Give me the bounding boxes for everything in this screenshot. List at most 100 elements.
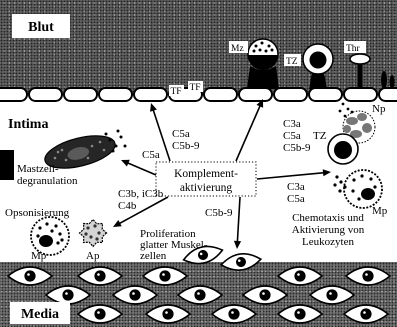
neutrophil-nucleus-lobe bbox=[346, 117, 358, 125]
mediator-endothelium-2: C5b-9 bbox=[172, 140, 200, 152]
macrophage-right-nucleus bbox=[361, 188, 375, 200]
granule bbox=[60, 238, 63, 241]
cell-nucleus bbox=[326, 289, 337, 300]
tz-intima-label: TZ bbox=[313, 130, 327, 142]
thrombocyte-adherent-2 bbox=[390, 75, 395, 89]
tf-label-2-text: TF bbox=[190, 83, 201, 93]
thrombocyte bbox=[350, 54, 395, 89]
cell-nucleus bbox=[294, 270, 305, 281]
opsonization-label: Opsonisierung bbox=[5, 207, 70, 219]
granule bbox=[342, 103, 345, 106]
thrombocyte-body bbox=[350, 54, 370, 64]
tz-attachment bbox=[309, 73, 327, 89]
endothelial-cell bbox=[274, 88, 307, 101]
cell-nucleus bbox=[62, 289, 73, 300]
complement-activation-line1: Komplement- bbox=[174, 168, 238, 180]
cell-nucleus bbox=[159, 270, 170, 281]
granule bbox=[339, 180, 342, 183]
nucleus-highlight bbox=[162, 273, 165, 276]
granule bbox=[360, 174, 363, 177]
mast-degranulation-line1: Mastzell- bbox=[17, 163, 59, 175]
mediator-mast-cell: C5a bbox=[142, 149, 160, 161]
smooth-muscle-cell bbox=[344, 305, 388, 323]
nucleus-highlight bbox=[27, 273, 30, 276]
blood-label: Blut bbox=[12, 14, 70, 38]
smooth-muscle-cell bbox=[346, 267, 390, 285]
arrow-to-smooth-muscle bbox=[237, 197, 240, 245]
granule bbox=[120, 136, 123, 139]
apoptotic-cell bbox=[80, 220, 107, 247]
mast-degranulation-line2: degranulation bbox=[17, 175, 78, 187]
granule bbox=[352, 178, 355, 181]
granule bbox=[333, 183, 336, 186]
mediator-opsonization-2: C4b bbox=[118, 200, 137, 212]
mediator-leukocytes-1: C3a bbox=[287, 181, 305, 193]
granule bbox=[255, 45, 258, 48]
arrow-to-leukocytes bbox=[257, 172, 327, 179]
mediator-blood-2: C5a bbox=[283, 130, 301, 142]
neutrophil-nucleus-lobe bbox=[357, 113, 367, 121]
smooth-muscle-cell bbox=[212, 305, 256, 323]
granule bbox=[58, 232, 61, 235]
thr-label: Thr bbox=[344, 41, 366, 54]
cell-nucleus bbox=[129, 289, 140, 300]
cell-nucleus bbox=[162, 308, 173, 319]
granule bbox=[117, 130, 120, 133]
endothelial-cell bbox=[204, 88, 237, 101]
granule bbox=[38, 226, 41, 229]
mz-label: Mz bbox=[229, 41, 248, 54]
granule bbox=[95, 237, 98, 240]
granule bbox=[351, 111, 354, 114]
granule bbox=[97, 231, 100, 234]
nucleus-highlight bbox=[65, 292, 68, 295]
nucleus-highlight bbox=[365, 273, 368, 276]
media-label: Media bbox=[10, 302, 70, 324]
cell-nucleus bbox=[94, 270, 105, 281]
granule bbox=[99, 141, 102, 144]
media-label-text: Media bbox=[21, 307, 59, 322]
granule bbox=[91, 145, 94, 148]
intima-label: Intima bbox=[8, 117, 48, 132]
granule bbox=[84, 232, 87, 235]
granule bbox=[253, 50, 256, 53]
neutrophil-nucleus-lobe bbox=[362, 123, 372, 133]
granule bbox=[369, 177, 372, 180]
thrombocyte-stalk bbox=[358, 63, 363, 89]
granule bbox=[103, 149, 106, 152]
endothelial-cell bbox=[344, 88, 377, 101]
smooth-muscle-cell bbox=[310, 286, 354, 304]
granule bbox=[265, 50, 268, 53]
mz-label-text: Mz bbox=[231, 44, 244, 54]
nucleus-highlight bbox=[97, 311, 100, 314]
nucleus-highlight bbox=[132, 292, 135, 295]
smooth-muscle-cell bbox=[220, 251, 262, 272]
granule bbox=[259, 49, 262, 52]
granule bbox=[50, 229, 53, 232]
mediator-opsonization-1: C3b, iC3b bbox=[118, 188, 164, 200]
granule bbox=[351, 189, 354, 192]
cell-nucleus bbox=[259, 289, 270, 300]
mz-cell bbox=[247, 39, 279, 89]
nucleus-highlight bbox=[297, 311, 300, 314]
nucleus-highlight bbox=[197, 292, 200, 295]
complement-activation-line2: aktivierung bbox=[180, 182, 233, 194]
thrombocyte-adherent-1 bbox=[381, 71, 387, 89]
cell-nucleus bbox=[194, 289, 205, 300]
granule bbox=[343, 185, 346, 188]
granule bbox=[54, 157, 57, 160]
endothelial-cell bbox=[0, 88, 27, 101]
endothelial-cell bbox=[379, 88, 397, 101]
arrow-to-mast-cell bbox=[125, 162, 156, 175]
cell-nucleus bbox=[94, 308, 105, 319]
arrowhead bbox=[323, 169, 331, 176]
granule bbox=[109, 139, 112, 142]
granule bbox=[93, 224, 96, 227]
nucleus-highlight bbox=[231, 311, 234, 314]
nucleus-highlight bbox=[297, 273, 300, 276]
mp-right-label: Mp bbox=[372, 205, 388, 217]
granule bbox=[373, 185, 376, 188]
cell-nucleus bbox=[362, 270, 373, 281]
neutrophil-nucleus-lobe bbox=[343, 125, 351, 133]
